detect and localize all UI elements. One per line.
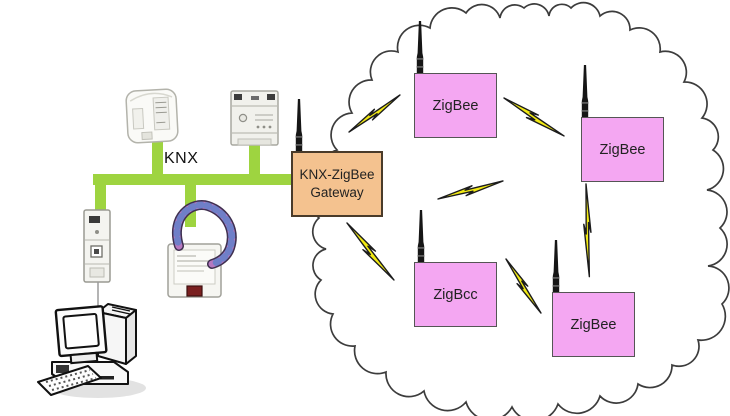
zigbee-node-label: ZigBee xyxy=(570,316,617,333)
ribbon-cable-icon xyxy=(172,200,237,269)
antenna-icon xyxy=(295,99,303,153)
gateway-label-line2: Gateway xyxy=(310,185,364,200)
zigbee-node-label: ZigBcc xyxy=(433,286,478,303)
knx-sensor-device-icon xyxy=(125,88,179,144)
knx-bus-label: KNX xyxy=(164,150,199,167)
knx-zigbee-gateway-box: KNX-ZigBee Gateway xyxy=(291,151,383,217)
knx-din-device-icon xyxy=(230,90,279,146)
flush-actuator-icon xyxy=(167,200,237,298)
zigbee-node-top-left: ZigBee xyxy=(414,73,497,138)
zigbee-node-bottom-right: ZigBee xyxy=(552,292,635,357)
gateway-label-line1: KNX-ZigBee xyxy=(299,167,375,183)
zigbee-node-label: ZigBee xyxy=(432,97,479,114)
zigbee-node-label: ZigBee xyxy=(599,141,646,158)
zigbee-node-bottom-left: ZigBcc xyxy=(414,262,497,327)
zigbee-node-right: ZigBee xyxy=(581,117,664,182)
desktop-computer-icon xyxy=(37,303,146,398)
din-line-coupler-icon xyxy=(83,209,111,283)
